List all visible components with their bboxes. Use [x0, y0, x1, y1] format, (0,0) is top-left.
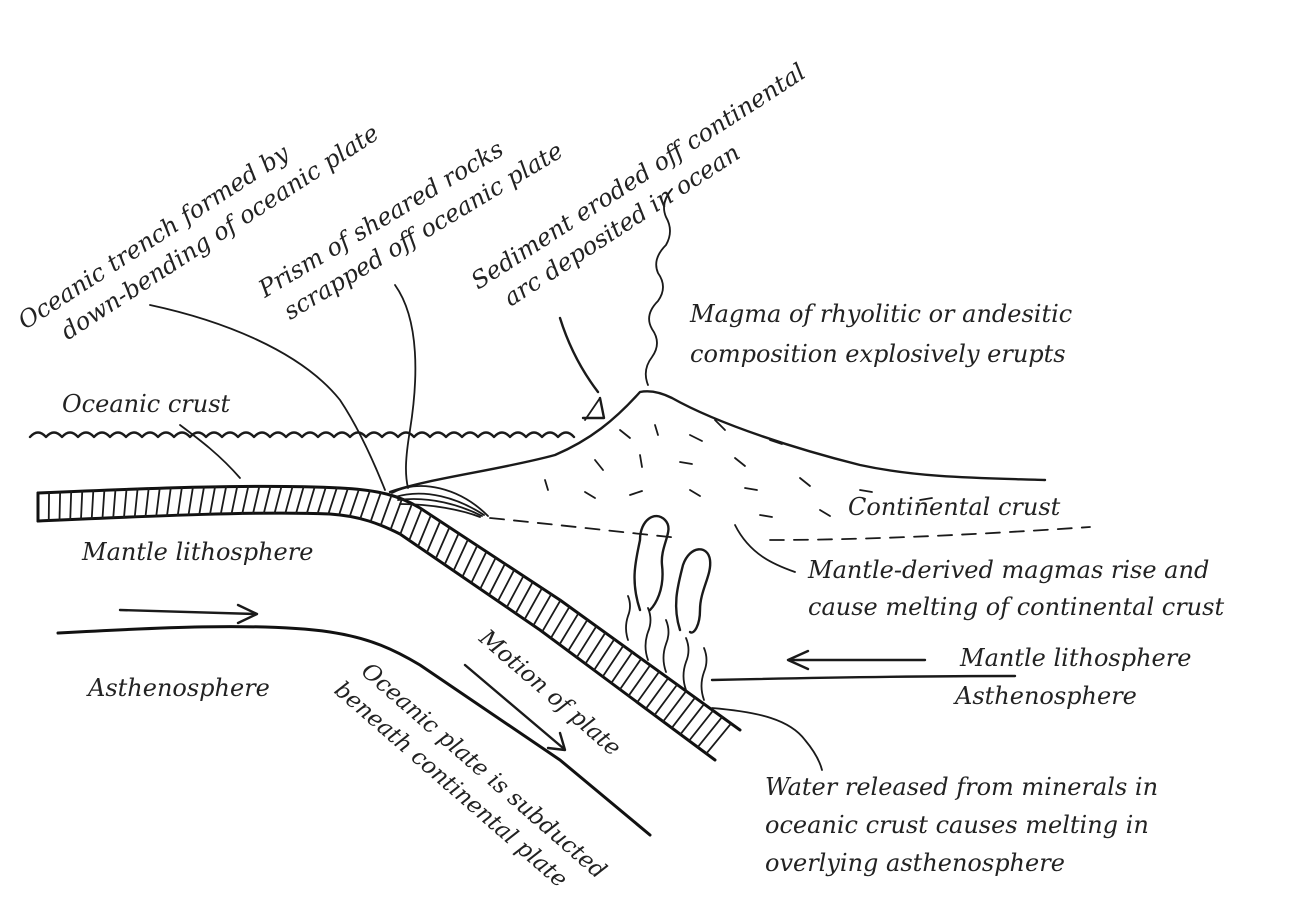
plate-hatch	[103, 490, 105, 518]
plate-hatch	[167, 488, 171, 516]
plate-hatch	[471, 552, 486, 583]
plate-hatch	[462, 546, 477, 577]
label-asthenosphere-left: Asthenosphere	[86, 674, 270, 702]
label-oceanic-trench: Oceanic trench formed by down-bending of…	[13, 92, 384, 362]
plate-hatch	[253, 486, 259, 513]
plate-hatch	[135, 489, 138, 517]
plate-hatch	[381, 495, 392, 525]
plate-hatch	[480, 558, 496, 589]
continental-crust-base	[490, 518, 1090, 540]
plate-hatch	[221, 487, 226, 514]
plate-hatch	[178, 488, 182, 516]
plate-hatch	[124, 489, 127, 517]
plate-hatch	[445, 533, 459, 564]
label-mantle-lithosphere-right: Mantle lithosphere	[959, 644, 1191, 672]
plate-hatch	[92, 491, 94, 519]
leader-water-released	[712, 708, 822, 770]
plate-hatch	[371, 493, 381, 522]
plate-hatch	[436, 527, 450, 558]
mantle-motion-arrow-right	[788, 651, 925, 669]
plate-hatch	[360, 491, 370, 519]
magma-plumes	[635, 516, 711, 632]
plate-hatch	[232, 487, 238, 514]
plate-hatch	[307, 487, 315, 513]
plate-hatch	[60, 492, 61, 520]
label-water-released: Water released from minerals in oceanic …	[765, 773, 1166, 877]
sediment-arrow	[560, 318, 604, 420]
plate-hatch	[663, 691, 686, 721]
lithosphere-asthenosphere-boundary-left	[58, 627, 650, 835]
label-continental-crust: Continental crust	[848, 493, 1061, 521]
plate-hatch	[409, 509, 422, 540]
leader-mantle-derived	[735, 525, 795, 572]
plate-hatch	[296, 487, 304, 513]
plate-hatch	[637, 672, 659, 703]
plate-hatch	[199, 487, 204, 514]
plate-hatch	[113, 490, 115, 518]
plate-hatch	[400, 504, 412, 535]
plate-motion-arrow-left	[120, 605, 257, 623]
plate-hatch	[210, 487, 215, 514]
label-subducted: Oceanic plate is subducted beneath conti…	[329, 653, 616, 913]
plate-hatch	[264, 486, 271, 513]
plate-hatch	[427, 521, 440, 552]
plate-hatch	[680, 704, 704, 734]
plate-hatch	[275, 486, 282, 513]
label-magma-erupts: Magma of rhyolitic or andesitic composit…	[689, 300, 1080, 368]
label-oceanic-crust: Oceanic crust	[62, 390, 231, 418]
plate-hatch	[418, 515, 431, 546]
oceanic-crust-hatching	[49, 486, 731, 753]
plate-hatch	[655, 685, 678, 715]
plate-hatch	[328, 488, 336, 514]
plate-hatch	[242, 486, 248, 513]
lithosphere-asthenosphere-boundary-right	[712, 676, 1015, 680]
plate-hatch	[156, 488, 159, 516]
plate-hatch	[339, 488, 348, 514]
plate-hatch	[454, 540, 468, 571]
label-mantle-derived: Mantle-derived magmas rise and cause mel…	[807, 556, 1224, 621]
plate-hatch	[146, 489, 149, 517]
plate-hatch	[350, 489, 359, 516]
continental-crust-surface	[390, 391, 1045, 492]
leader-prism	[395, 285, 415, 488]
plate-hatch	[189, 487, 193, 515]
plate-hatch	[672, 698, 695, 728]
plate-hatch	[689, 711, 713, 741]
plate-hatch	[611, 652, 632, 683]
plate-hatch	[285, 487, 292, 514]
label-mantle-lithosphere-left: Mantle lithosphere	[81, 538, 313, 566]
plate-hatch	[629, 665, 651, 696]
water-release-lines	[626, 596, 707, 700]
plate-hatch	[70, 492, 71, 520]
plate-hatch	[620, 659, 641, 690]
plate-hatch	[81, 491, 82, 519]
plate-hatch	[698, 717, 722, 747]
label-asthenosphere-right: Asthenosphere	[953, 682, 1137, 710]
plate-hatch	[646, 678, 668, 709]
plate-hatch	[318, 487, 326, 513]
plate-hatch	[706, 724, 731, 754]
plate-hatch	[594, 639, 614, 670]
plate-hatch	[603, 646, 624, 677]
ocean-surface	[30, 433, 574, 438]
